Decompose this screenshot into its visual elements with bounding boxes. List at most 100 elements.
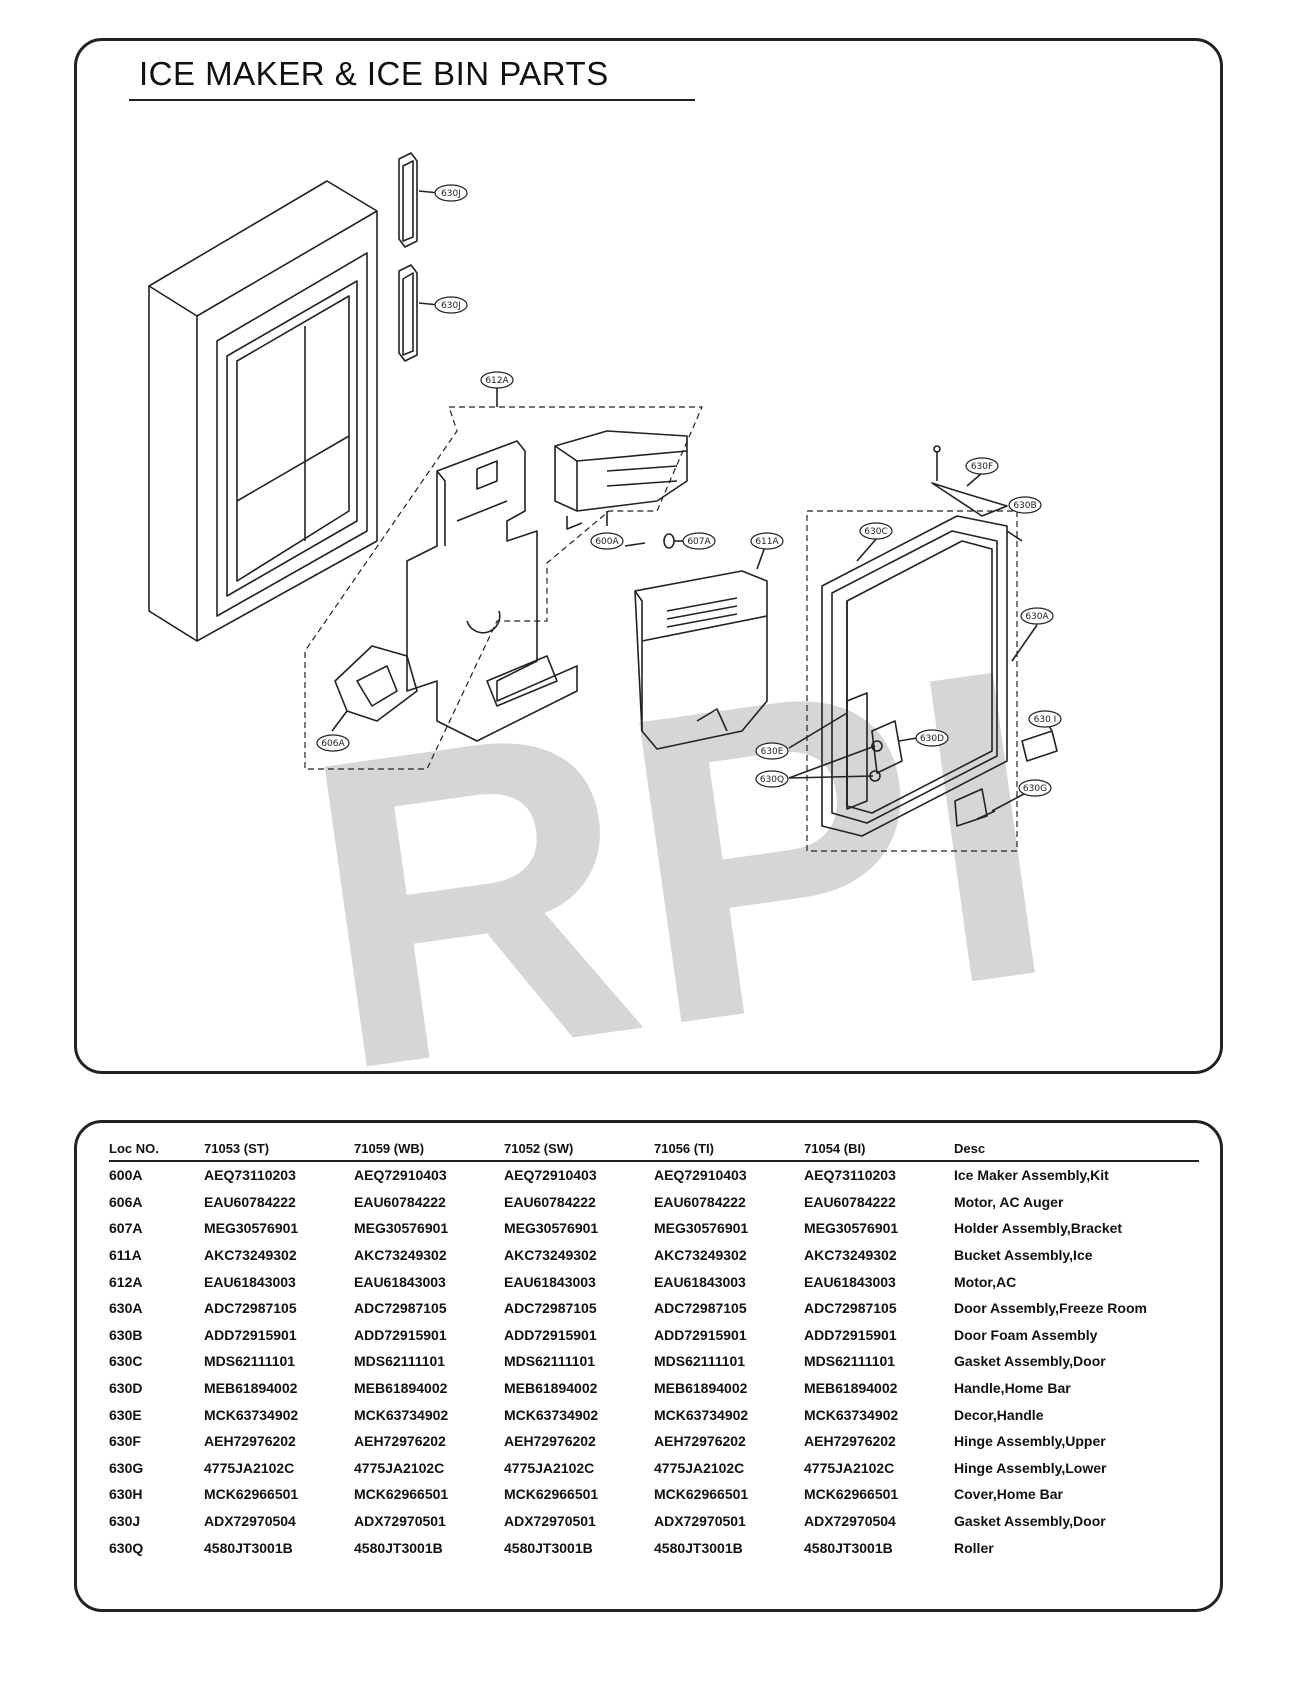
handle-630D-drawing xyxy=(846,692,903,810)
table-cell: AEQ72910403 xyxy=(354,1167,447,1184)
parts-table: Loc NO.71053 (ST)71059 (WB)71052 (SW)710… xyxy=(109,1131,1199,1561)
table-cell: 611A xyxy=(109,1247,142,1264)
table-cell: 630F xyxy=(109,1433,141,1450)
table-cell: 630A xyxy=(109,1300,143,1317)
table-cell: Motor, AC Auger xyxy=(954,1193,1064,1210)
table-cell: 630H xyxy=(109,1486,143,1503)
table-cell: MDS62111101 xyxy=(504,1353,596,1370)
ice-maker-600A-drawing xyxy=(554,430,688,530)
table-cell: MCK62966501 xyxy=(504,1486,599,1503)
table-cell: Gasket Assembly,Door xyxy=(954,1353,1106,1370)
table-cell: 4775JA2102C xyxy=(354,1459,445,1476)
table-cell: MCK62966501 xyxy=(354,1486,449,1503)
table-cell: MEG30576901 xyxy=(354,1220,449,1237)
table-cell: ADD72915901 xyxy=(654,1326,747,1343)
callout-600A: 600A xyxy=(590,532,624,550)
table-cell: 630D xyxy=(109,1380,143,1397)
table-cell: EAU61843003 xyxy=(204,1273,296,1290)
callout-630D: 630D xyxy=(915,729,949,747)
callout-630B: 630B xyxy=(1008,496,1042,514)
door-frame-drawing xyxy=(148,180,378,642)
table-cell: 4580JT3001B xyxy=(504,1539,593,1556)
table-cell: 630Q xyxy=(109,1539,144,1556)
table-cell: Hinge Assembly,Upper xyxy=(954,1433,1106,1450)
table-cell: Roller xyxy=(954,1539,994,1556)
callout-607A: 607A xyxy=(682,532,716,550)
table-cell: 4580JT3001B xyxy=(654,1539,743,1556)
callout-630F: 630F xyxy=(965,457,999,475)
table-cell: 4775JA2102C xyxy=(504,1459,595,1476)
table-cell: ADC72987105 xyxy=(204,1300,297,1317)
gasket-630J-upper-drawing xyxy=(398,152,418,248)
table-header-cell: 71059 (WB) xyxy=(354,1131,504,1162)
table-header-cell: Desc xyxy=(954,1131,1199,1162)
table-cell: 607A xyxy=(109,1220,143,1237)
svg-text:600A: 600A xyxy=(595,537,619,547)
table-cell: EAU60784222 xyxy=(354,1193,446,1210)
svg-text:630C: 630C xyxy=(864,527,887,537)
table-cell: EAU60784222 xyxy=(204,1193,296,1210)
table-cell: 630J xyxy=(109,1513,141,1530)
callout-630C: 630C xyxy=(859,522,893,540)
table-cell: MCK62966501 xyxy=(204,1486,299,1503)
table-cell: EAU61843003 xyxy=(804,1273,896,1290)
table-row: 611A AKC73249302 AKC73249302 AKC73249302 AKC… xyxy=(109,1242,1199,1269)
table-cell: Hinge Assembly,Lower xyxy=(954,1459,1107,1476)
svg-text:607A: 607A xyxy=(687,537,711,547)
table-cell: Gasket Assembly,Door xyxy=(954,1513,1106,1530)
table-cell: MDS62111101 xyxy=(354,1353,446,1370)
table-cell: AKC73249302 xyxy=(804,1247,897,1264)
table-cell: EAU61843003 xyxy=(654,1273,746,1290)
table-header-cell: 71052 (SW) xyxy=(504,1131,654,1162)
table-cell: Door Foam Assembly xyxy=(954,1326,1098,1343)
callout-630A: 630A xyxy=(1020,607,1054,625)
table-cell: AEH72976202 xyxy=(354,1433,446,1450)
table-cell: ADC72987105 xyxy=(504,1300,597,1317)
table-cell: 600A xyxy=(109,1167,143,1184)
gasket-630J-lower-drawing xyxy=(398,264,418,362)
svg-text:630G: 630G xyxy=(1023,784,1047,794)
table-cell: 606A xyxy=(109,1193,143,1210)
callout-630J-lower: 630J xyxy=(434,296,468,314)
leader-600A xyxy=(624,542,646,547)
svg-text:630A: 630A xyxy=(1025,612,1049,622)
watermark-text: RPI xyxy=(282,575,1077,1071)
table-cell: AEH72976202 xyxy=(804,1433,896,1450)
svg-text:630F: 630F xyxy=(971,462,993,472)
callout-630E: 630E xyxy=(755,742,789,760)
table-cell: EAU61843003 xyxy=(504,1273,596,1290)
table-cell: 4775JA2102C xyxy=(204,1459,295,1476)
table-cell: AKC73249302 xyxy=(204,1247,297,1264)
table-cell: 4580JT3001B xyxy=(204,1539,293,1556)
diagram-panel: ICE MAKER & ICE BIN PARTS RPI xyxy=(74,38,1223,1074)
table-cell: Motor,AC xyxy=(954,1273,1017,1290)
table-cell: MCK63734902 xyxy=(804,1406,899,1423)
svg-text:630Q: 630Q xyxy=(760,775,784,785)
table-cell: EAU60784222 xyxy=(654,1193,746,1210)
table-cell: 4580JT3001B xyxy=(804,1539,893,1556)
table-cell: AKC73249302 xyxy=(354,1247,447,1264)
table-cell: MEG30576901 xyxy=(654,1220,749,1237)
table-cell: ADC72987105 xyxy=(804,1300,897,1317)
table-header-cell: 71053 (ST) xyxy=(204,1131,354,1162)
table-cell: 630G xyxy=(109,1459,144,1476)
table-cell: AKC73249302 xyxy=(504,1247,597,1264)
callout-612A: 612A xyxy=(480,371,514,389)
table-cell: 612A xyxy=(109,1273,143,1290)
callout-611A: 611A xyxy=(750,532,784,550)
svg-text:630J: 630J xyxy=(441,189,461,199)
svg-text:630E: 630E xyxy=(761,747,784,757)
table-cell: AEQ72910403 xyxy=(654,1167,747,1184)
table-cell: AEQ73110203 xyxy=(804,1167,896,1184)
table-row: 630Q 4580JT3001B 4580JT3001B 4580JT3001B 458… xyxy=(109,1534,1199,1561)
group-612A-outline xyxy=(304,406,703,770)
table-cell: ADX72970504 xyxy=(804,1513,896,1530)
table-cell: ADX72970504 xyxy=(204,1513,296,1530)
table-cell: Ice Maker Assembly,Kit xyxy=(954,1167,1109,1184)
